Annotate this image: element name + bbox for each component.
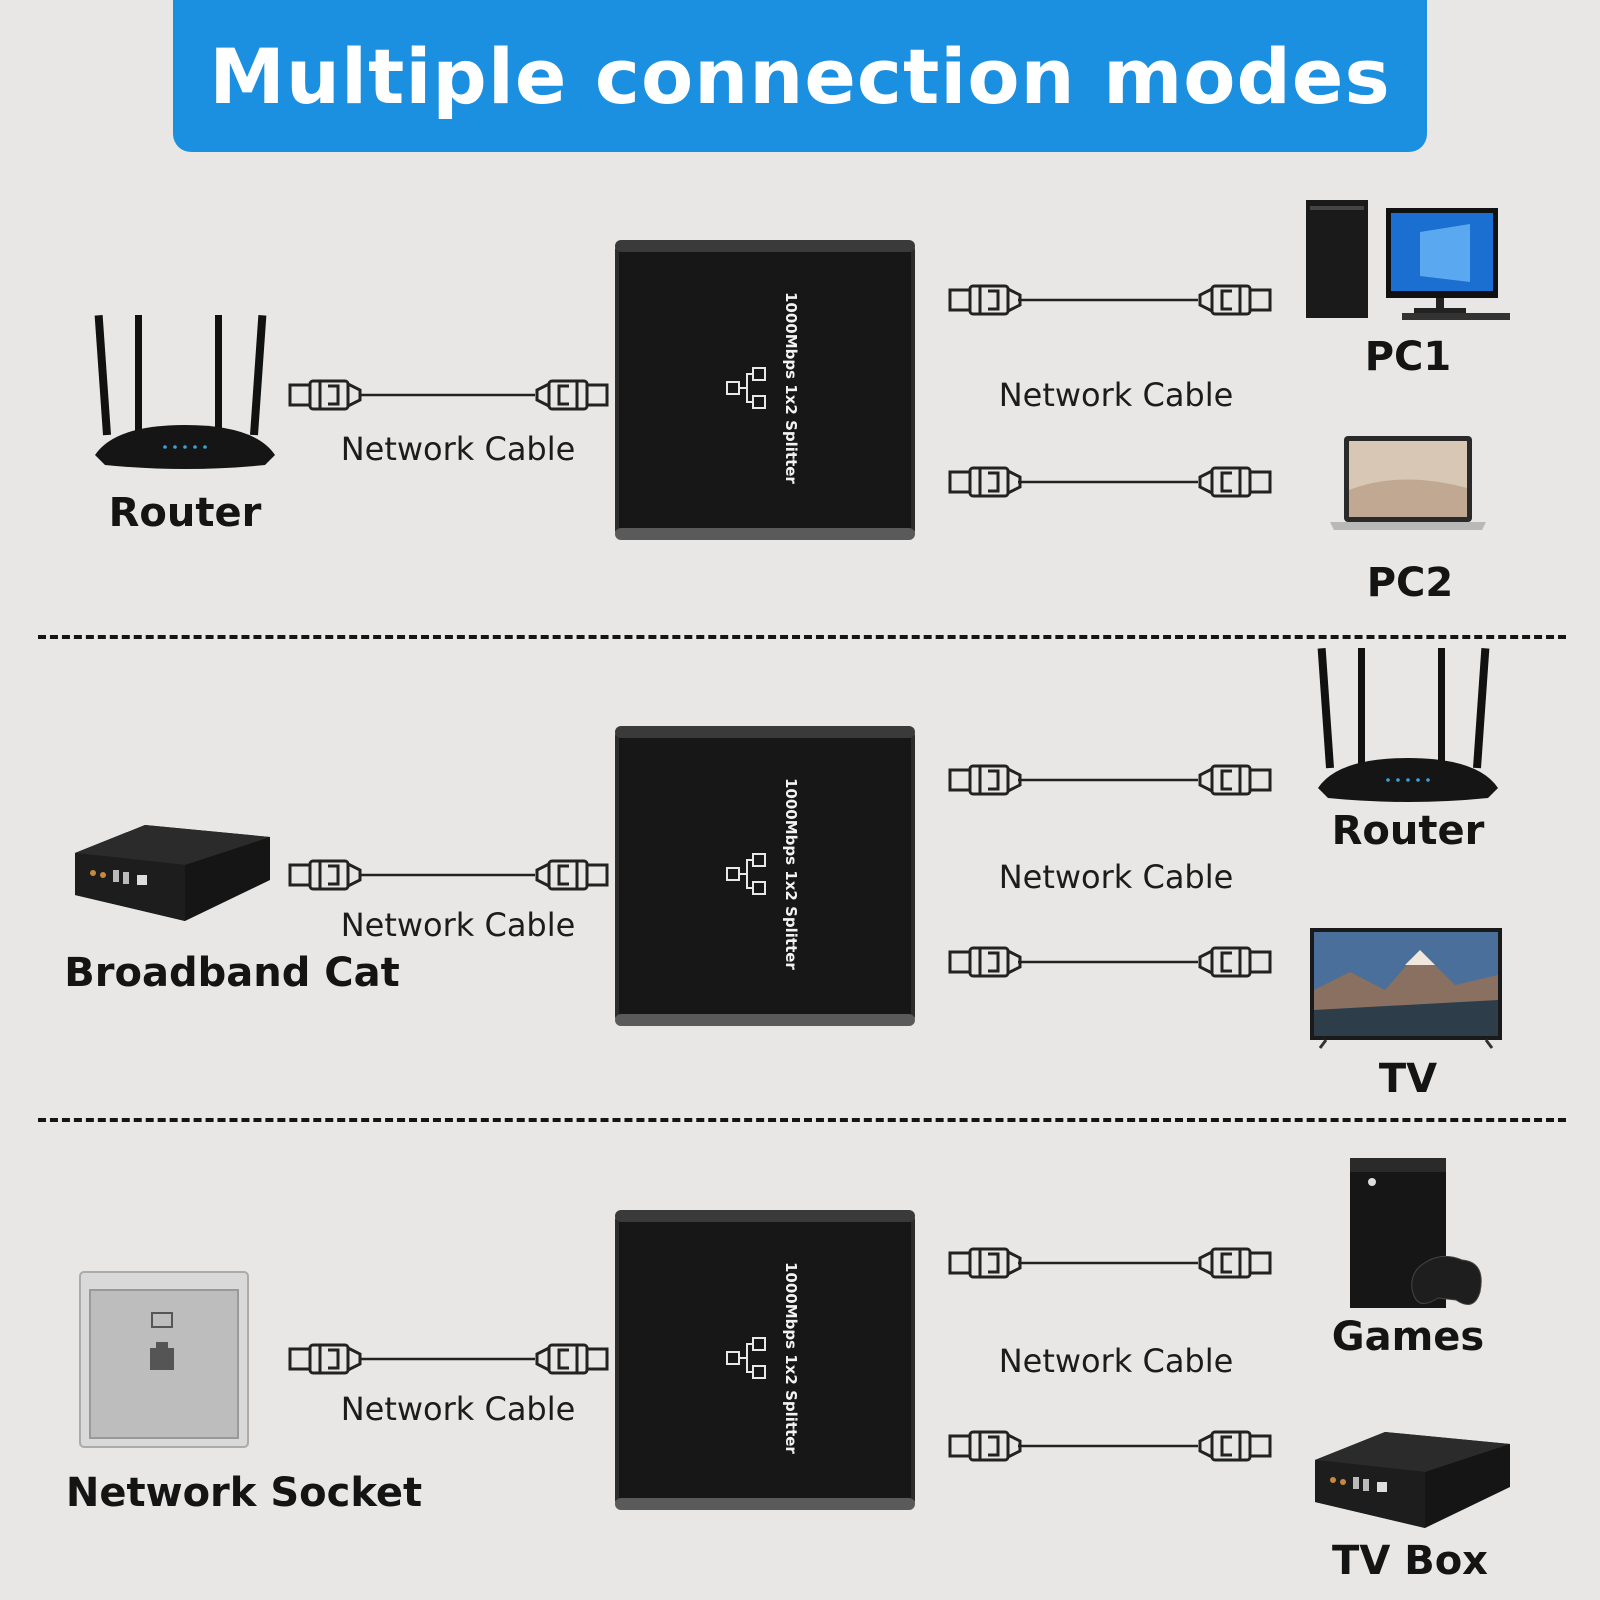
input-cable-label: Network Cable bbox=[340, 1390, 576, 1428]
router-icon bbox=[94, 315, 275, 469]
wall-socket-icon bbox=[79, 1271, 249, 1448]
output-cable-label: Network Cable bbox=[998, 1342, 1234, 1380]
output-device-label: TV bbox=[1378, 1056, 1438, 1102]
section-divider bbox=[38, 635, 1566, 639]
output-cable-label: Network Cable bbox=[998, 376, 1234, 414]
router-icon bbox=[1317, 648, 1498, 802]
input-cable-label: Network Cable bbox=[340, 906, 576, 944]
output-device-label: PC2 bbox=[1366, 560, 1454, 606]
page-title: Multiple connection modes bbox=[209, 31, 1391, 121]
source-device-label: Router bbox=[108, 490, 262, 536]
modem-box-icon bbox=[75, 825, 270, 921]
laptop-icon bbox=[1330, 436, 1486, 530]
game-console-icon bbox=[1350, 1158, 1482, 1308]
output-device-label: PC1 bbox=[1364, 334, 1452, 380]
title-banner: Multiple connection modes bbox=[173, 0, 1427, 152]
output-cable-label: Network Cable bbox=[998, 858, 1234, 896]
splitter-label: 1000Mbps 1x2 Splitter bbox=[782, 778, 800, 970]
section-divider bbox=[38, 1118, 1566, 1122]
source-device-label: Broadband Cat bbox=[64, 950, 400, 996]
desktop-pc-icon bbox=[1306, 200, 1510, 320]
splitter-label: 1000Mbps 1x2 Splitter bbox=[782, 1262, 800, 1454]
splitter-device bbox=[614, 725, 916, 1027]
splitter-label: 1000Mbps 1x2 Splitter bbox=[782, 292, 800, 484]
tv-icon bbox=[1310, 928, 1502, 1049]
output-device-label: TV Box bbox=[1332, 1538, 1488, 1584]
splitter-device bbox=[614, 1209, 916, 1511]
input-cable-label: Network Cable bbox=[340, 430, 576, 468]
splitter-device bbox=[614, 239, 916, 541]
output-device-label: Router bbox=[1331, 808, 1485, 854]
output-device-label: Games bbox=[1331, 1314, 1485, 1360]
source-device-label: Network Socket bbox=[65, 1470, 423, 1516]
tv-box-icon bbox=[1315, 1432, 1510, 1528]
